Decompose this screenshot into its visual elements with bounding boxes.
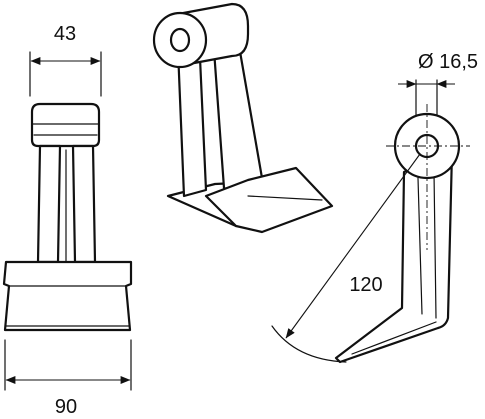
front-shank-right	[71, 144, 97, 264]
dim-hole-label: Ø 16,5	[418, 51, 478, 73]
perspective-hole	[169, 27, 191, 53]
dim-120-label: 120	[349, 274, 382, 296]
side-arm-inner-right	[433, 171, 437, 319]
side-blade-bevel	[351, 321, 437, 355]
side-arm	[334, 150, 454, 364]
side-arm-inner-left	[417, 177, 423, 315]
side-view: Ø 16,5 120	[271, 51, 478, 364]
front-shank-left	[36, 144, 62, 264]
dim-120-arc	[271, 325, 347, 363]
perspective-arm-rear	[176, 48, 208, 198]
dim-43-label: 43	[54, 23, 76, 45]
front-view: 43 90	[2, 23, 133, 418]
perspective-blade-bevel	[247, 195, 323, 201]
dim-120-line	[285, 153, 421, 339]
front-head	[30, 102, 101, 148]
dim-120-label-bg	[344, 270, 388, 294]
front-blade	[2, 260, 133, 332]
perspective-arm-front	[212, 38, 264, 198]
dim-90-label: 90	[55, 396, 77, 418]
perspective-blade-front	[204, 166, 334, 234]
perspective-view	[152, 2, 334, 234]
